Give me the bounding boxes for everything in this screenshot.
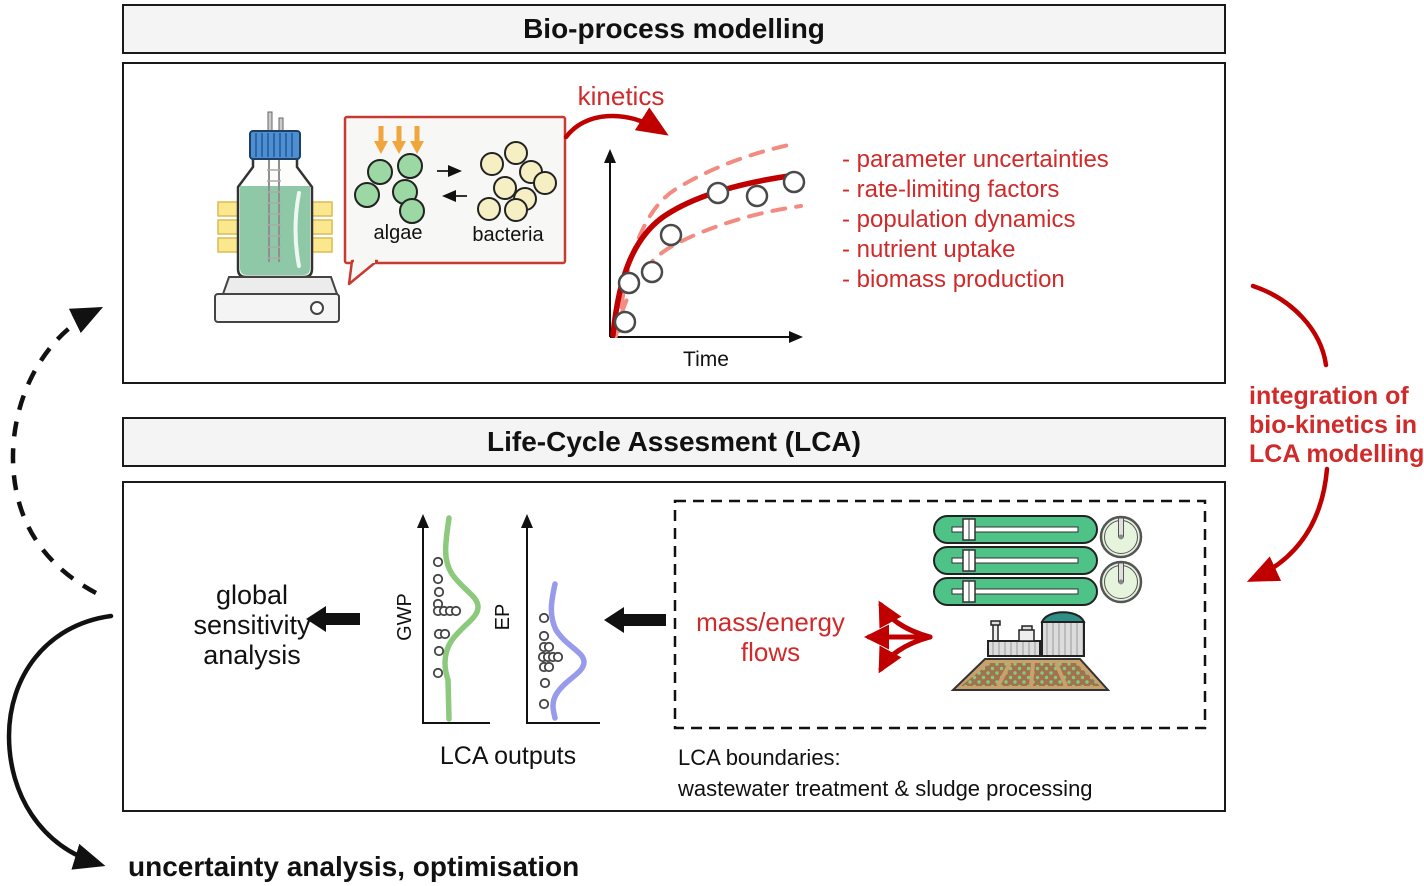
exchange-arrows-icon bbox=[437, 165, 467, 202]
stirrer-base-icon bbox=[214, 276, 340, 323]
note-item: - population dynamics bbox=[842, 206, 1076, 233]
lca-header-box: Life-Cycle Assesment (LCA) bbox=[122, 417, 1226, 467]
bioreactor-icon bbox=[214, 111, 340, 323]
drying-bed-icon bbox=[950, 658, 1111, 691]
gwp-density-curve bbox=[442, 515, 481, 722]
kinetics-arrow bbox=[563, 107, 669, 140]
algae-cells-icon bbox=[354, 153, 425, 224]
digester-icon bbox=[987, 611, 1086, 657]
note-item: - rate-limiting factors bbox=[842, 176, 1060, 203]
lca-boundaries-caption: LCA boundaries: wastewater treatment & s… bbox=[678, 745, 1093, 801]
bacteria-label: bacteria bbox=[472, 224, 544, 246]
integration-arrow-top bbox=[1250, 283, 1329, 368]
integration-label: integration of bio-kinetics in LCA model… bbox=[1249, 382, 1424, 468]
integration-arrow-bottom bbox=[1246, 466, 1330, 582]
note-item: - biomass production bbox=[842, 266, 1065, 293]
uncertainty-optimisation-label: uncertainty analysis, optimisation bbox=[128, 851, 580, 882]
mass-energy-flows-label: mass/energy flows bbox=[696, 607, 845, 667]
algae-label: algae bbox=[373, 222, 423, 244]
gwp-sample-dots bbox=[432, 556, 462, 679]
dashed-feedback-arrow bbox=[10, 307, 104, 595]
gwp-axis-label: GWP bbox=[394, 593, 416, 641]
ep-axis-label: EP bbox=[492, 603, 514, 631]
ep-to-outputs-arrow bbox=[604, 607, 666, 633]
bacteria-cells-icon bbox=[477, 141, 557, 222]
time-axis-label: Time bbox=[683, 348, 729, 371]
dip-tube-icon bbox=[267, 158, 281, 262]
bioprocess-header-box: Bio-process modelling bbox=[122, 4, 1226, 54]
lca-title: Life-Cycle Assesment (LCA) bbox=[487, 426, 861, 457]
ep-sample-dots bbox=[537, 612, 564, 710]
solid-feedback-arrow bbox=[6, 613, 114, 870]
bottle-cap-icon bbox=[249, 130, 301, 160]
lower-confidence-curve bbox=[614, 204, 803, 338]
ep-plot bbox=[521, 514, 600, 724]
gsa-arrow bbox=[306, 606, 360, 632]
light-arrows-icon bbox=[374, 126, 424, 154]
kinetics-data-points bbox=[613, 170, 806, 334]
kinetics-curve bbox=[610, 172, 799, 338]
kinetics-label: kinetics bbox=[577, 81, 665, 111]
kinetics-plot bbox=[604, 142, 806, 343]
speech-bubble bbox=[343, 115, 567, 286]
note-item: - parameter uncertainties bbox=[842, 146, 1109, 173]
bioprocess-notes-list: - parameter uncertainties - rate-limitin… bbox=[842, 145, 1109, 295]
global-sensitivity-analysis-label: global sensitivity analysis bbox=[193, 580, 311, 670]
note-item: - nutrient uptake bbox=[842, 236, 1016, 263]
bioprocess-title: Bio-process modelling bbox=[523, 13, 825, 44]
raceway-ponds-icon bbox=[933, 515, 1098, 606]
bottle-liquid bbox=[240, 186, 310, 275]
ep-density-curve bbox=[548, 581, 587, 721]
gwp-plot bbox=[417, 514, 490, 724]
clarifiers-icon bbox=[1099, 515, 1143, 604]
mass-energy-arrows-icon bbox=[864, 600, 933, 674]
lca-outputs-caption: LCA outputs bbox=[439, 742, 577, 770]
